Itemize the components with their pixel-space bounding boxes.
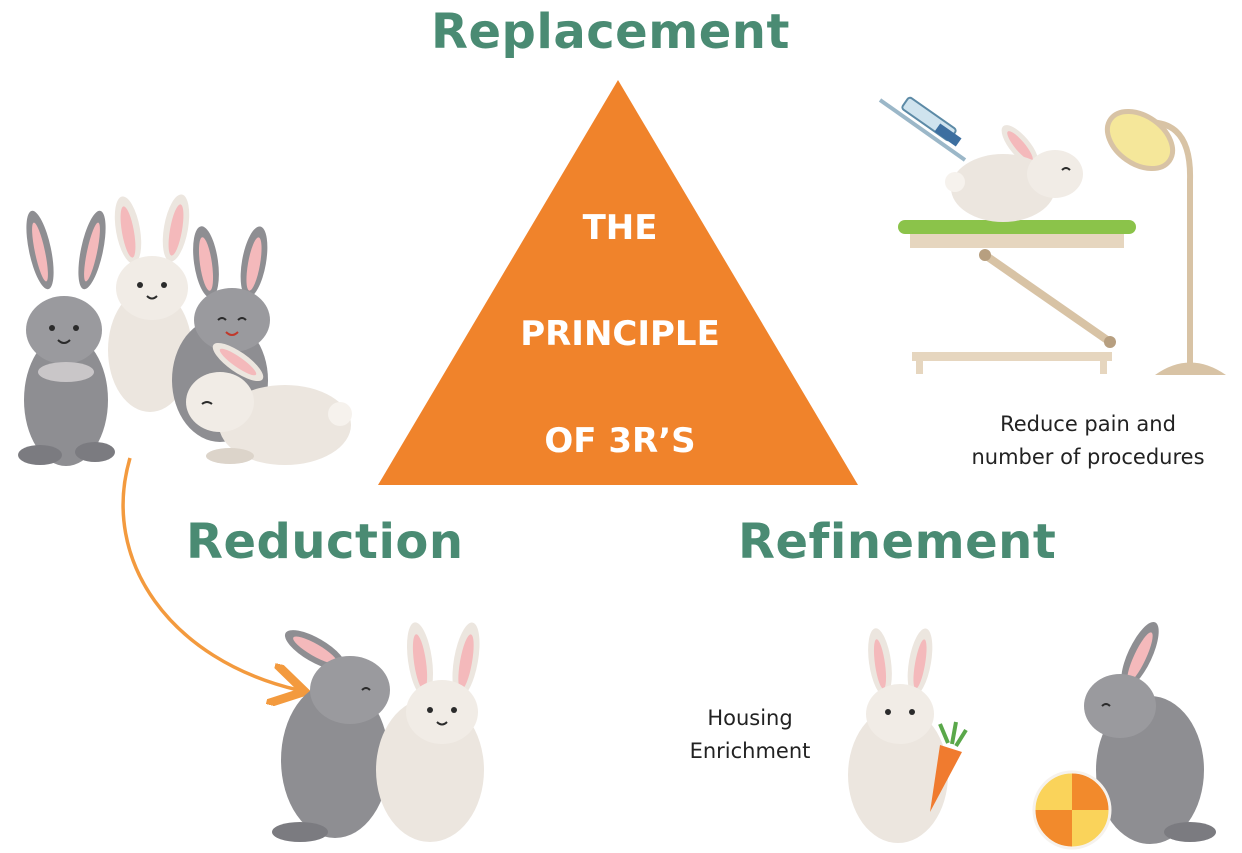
grey-rabbit-pair: [272, 630, 390, 842]
refinement-note-line2: number of procedures: [971, 445, 1205, 469]
housing-note-line2: Enrichment: [689, 739, 811, 763]
rabbit-pair: [272, 622, 484, 842]
housing-note: Housing Enrichment: [660, 702, 840, 768]
surgical-lamp-icon: [1104, 108, 1226, 375]
heading-reduction: Reduction: [186, 514, 464, 570]
cream-rabbit-carrot: [848, 628, 948, 843]
heading-refinement: Refinement: [738, 514, 1057, 570]
housing-note-line1: Housing: [707, 706, 793, 730]
refinement-note-line1: Reduce pain and: [1000, 412, 1176, 436]
refinement-note: Reduce pain and number of procedures: [938, 408, 1238, 474]
triangle-text-line3: OF 3R’S: [544, 421, 696, 461]
grey-rabbit-left: [18, 210, 115, 466]
beach-ball-icon: [1032, 770, 1112, 850]
heading-replacement: Replacement: [431, 4, 790, 60]
grey-rabbit-ball: [1084, 621, 1216, 844]
rabbit-group: [18, 194, 352, 466]
principle-triangle: [378, 80, 858, 485]
rabbit-on-table: [945, 125, 1083, 222]
procedure-table-icon: [898, 220, 1136, 374]
enrichment-scene: [848, 621, 1216, 850]
triangle-text-line1: THE: [582, 208, 658, 248]
triangle-text-line2: PRINCIPLE: [520, 314, 720, 354]
carrot-icon: [930, 721, 968, 812]
procedure-scene: [878, 96, 1226, 375]
cream-rabbit-pair: [376, 622, 484, 842]
syringe-icon: [878, 96, 967, 162]
cream-rabbit-back: [108, 194, 192, 412]
cream-rabbit-lying: [186, 342, 352, 465]
curved-arrow-icon: [121, 457, 298, 690]
